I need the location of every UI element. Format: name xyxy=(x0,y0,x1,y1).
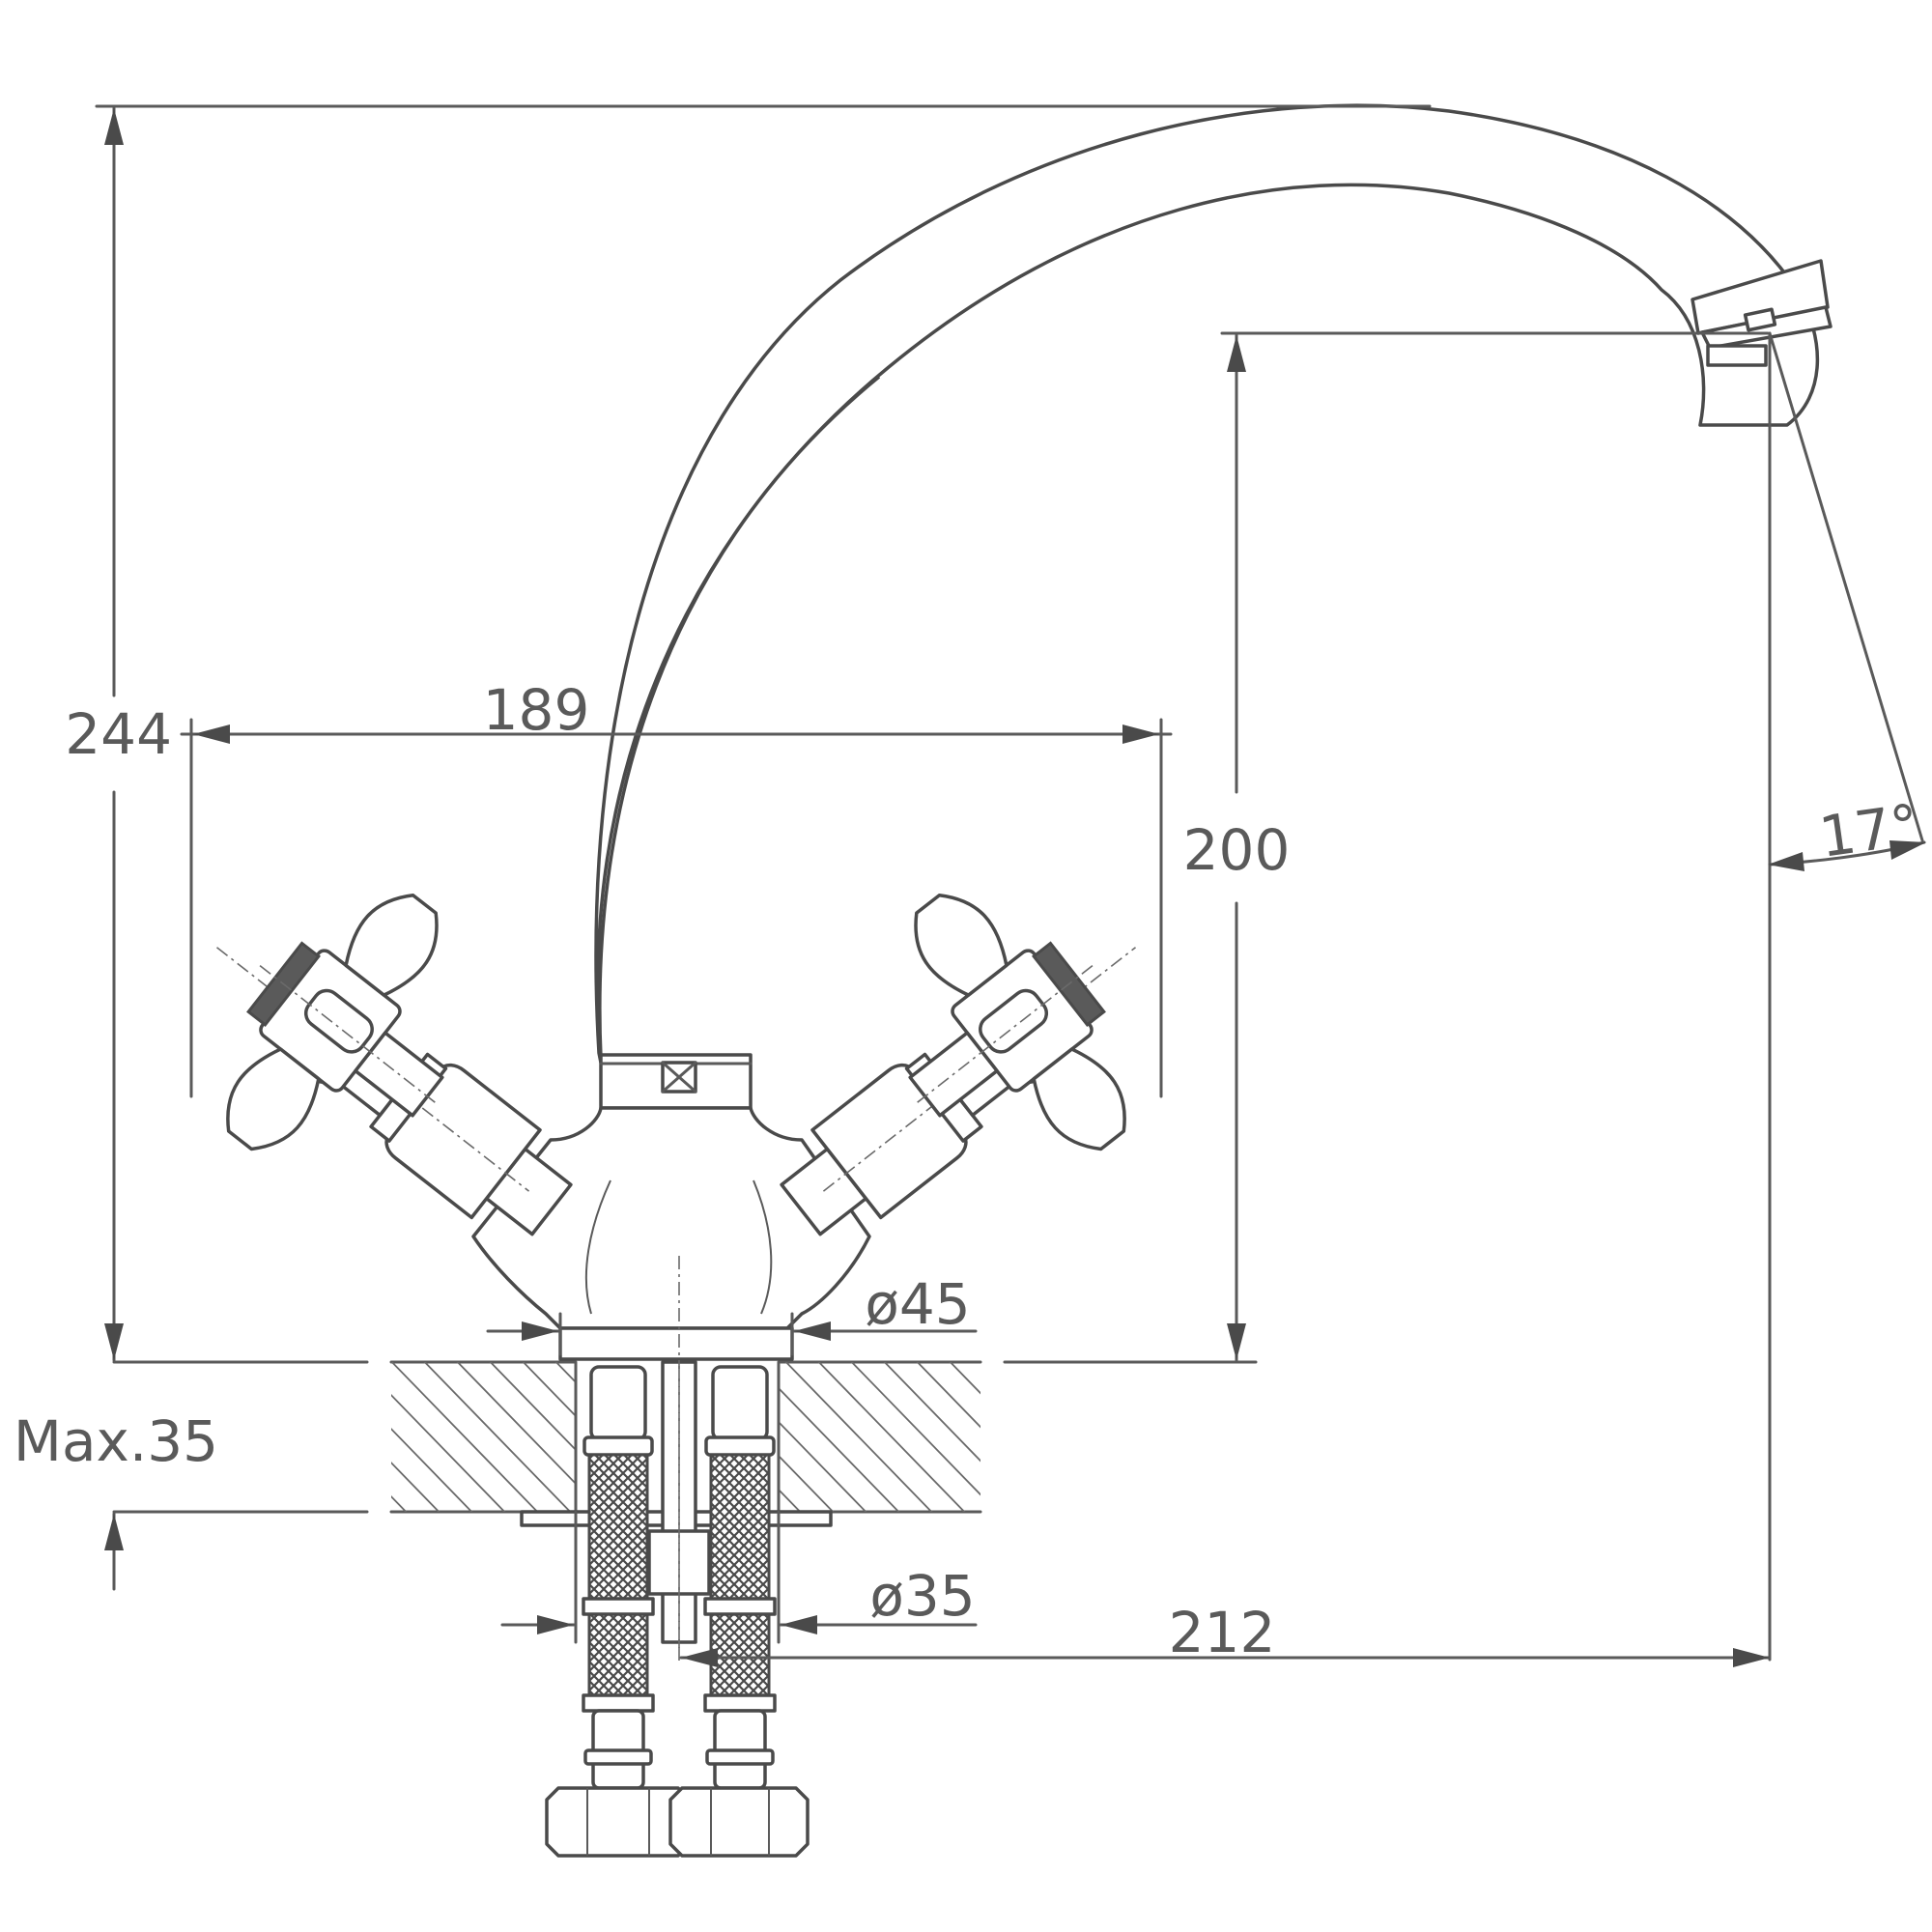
dimension-swivel-angle: 17° xyxy=(1768,331,1926,871)
hatch-line xyxy=(817,1362,966,1512)
dimension-max-thickness: Max.35 xyxy=(14,1408,218,1591)
label-17-degrees: 17° xyxy=(1815,791,1922,870)
hatch-line xyxy=(391,1494,408,1512)
hatch-line xyxy=(883,1362,980,1463)
hatch-line xyxy=(391,1427,473,1512)
dimension-handle-span: 189 xyxy=(180,677,1173,1098)
spout xyxy=(594,103,1820,1065)
hatch-line xyxy=(784,1362,933,1512)
hatch-line xyxy=(391,1461,440,1512)
base-flange xyxy=(558,1326,794,1361)
dimension-hole-diameter: ø35 xyxy=(500,1510,978,1644)
label-d35: ø35 xyxy=(869,1563,975,1629)
label-189: 189 xyxy=(483,677,590,743)
dimension-spout-reach: 212 xyxy=(678,331,1772,1667)
aerator xyxy=(1690,259,1830,335)
dimension-base-diameter: ø45 xyxy=(486,1271,978,1356)
hatch-line xyxy=(391,1362,539,1512)
hatch-line xyxy=(1105,1352,1269,1521)
label-212: 212 xyxy=(1169,1600,1276,1665)
hatch-line xyxy=(916,1362,980,1429)
hatch-line xyxy=(1039,1352,1204,1521)
hatch-line xyxy=(1007,1352,1171,1521)
hatch-line xyxy=(423,1362,572,1512)
hatch-line xyxy=(1138,1352,1302,1521)
hatch-line xyxy=(949,1362,980,1395)
supply-hoses xyxy=(545,1348,810,1858)
right-cross-handle xyxy=(908,893,1126,1151)
hatch-line xyxy=(974,1352,1138,1521)
aerator-tip xyxy=(1706,344,1768,367)
hatch-line xyxy=(391,1393,506,1512)
left-cross-handle xyxy=(226,893,444,1151)
dimension-total-height: 244 xyxy=(65,104,1432,1362)
label-max35: Max.35 xyxy=(14,1408,218,1474)
left-hex-nut xyxy=(545,1786,692,1858)
label-200: 200 xyxy=(1183,817,1291,883)
hatch-line xyxy=(850,1362,980,1496)
label-d45: ø45 xyxy=(865,1271,970,1337)
faucet-body xyxy=(215,103,1833,1361)
label-244: 244 xyxy=(65,701,172,767)
hatch-line xyxy=(1072,1352,1236,1521)
right-hex-nut xyxy=(668,1786,810,1858)
dimension-spout-clearance: 200 xyxy=(1183,331,1770,1362)
